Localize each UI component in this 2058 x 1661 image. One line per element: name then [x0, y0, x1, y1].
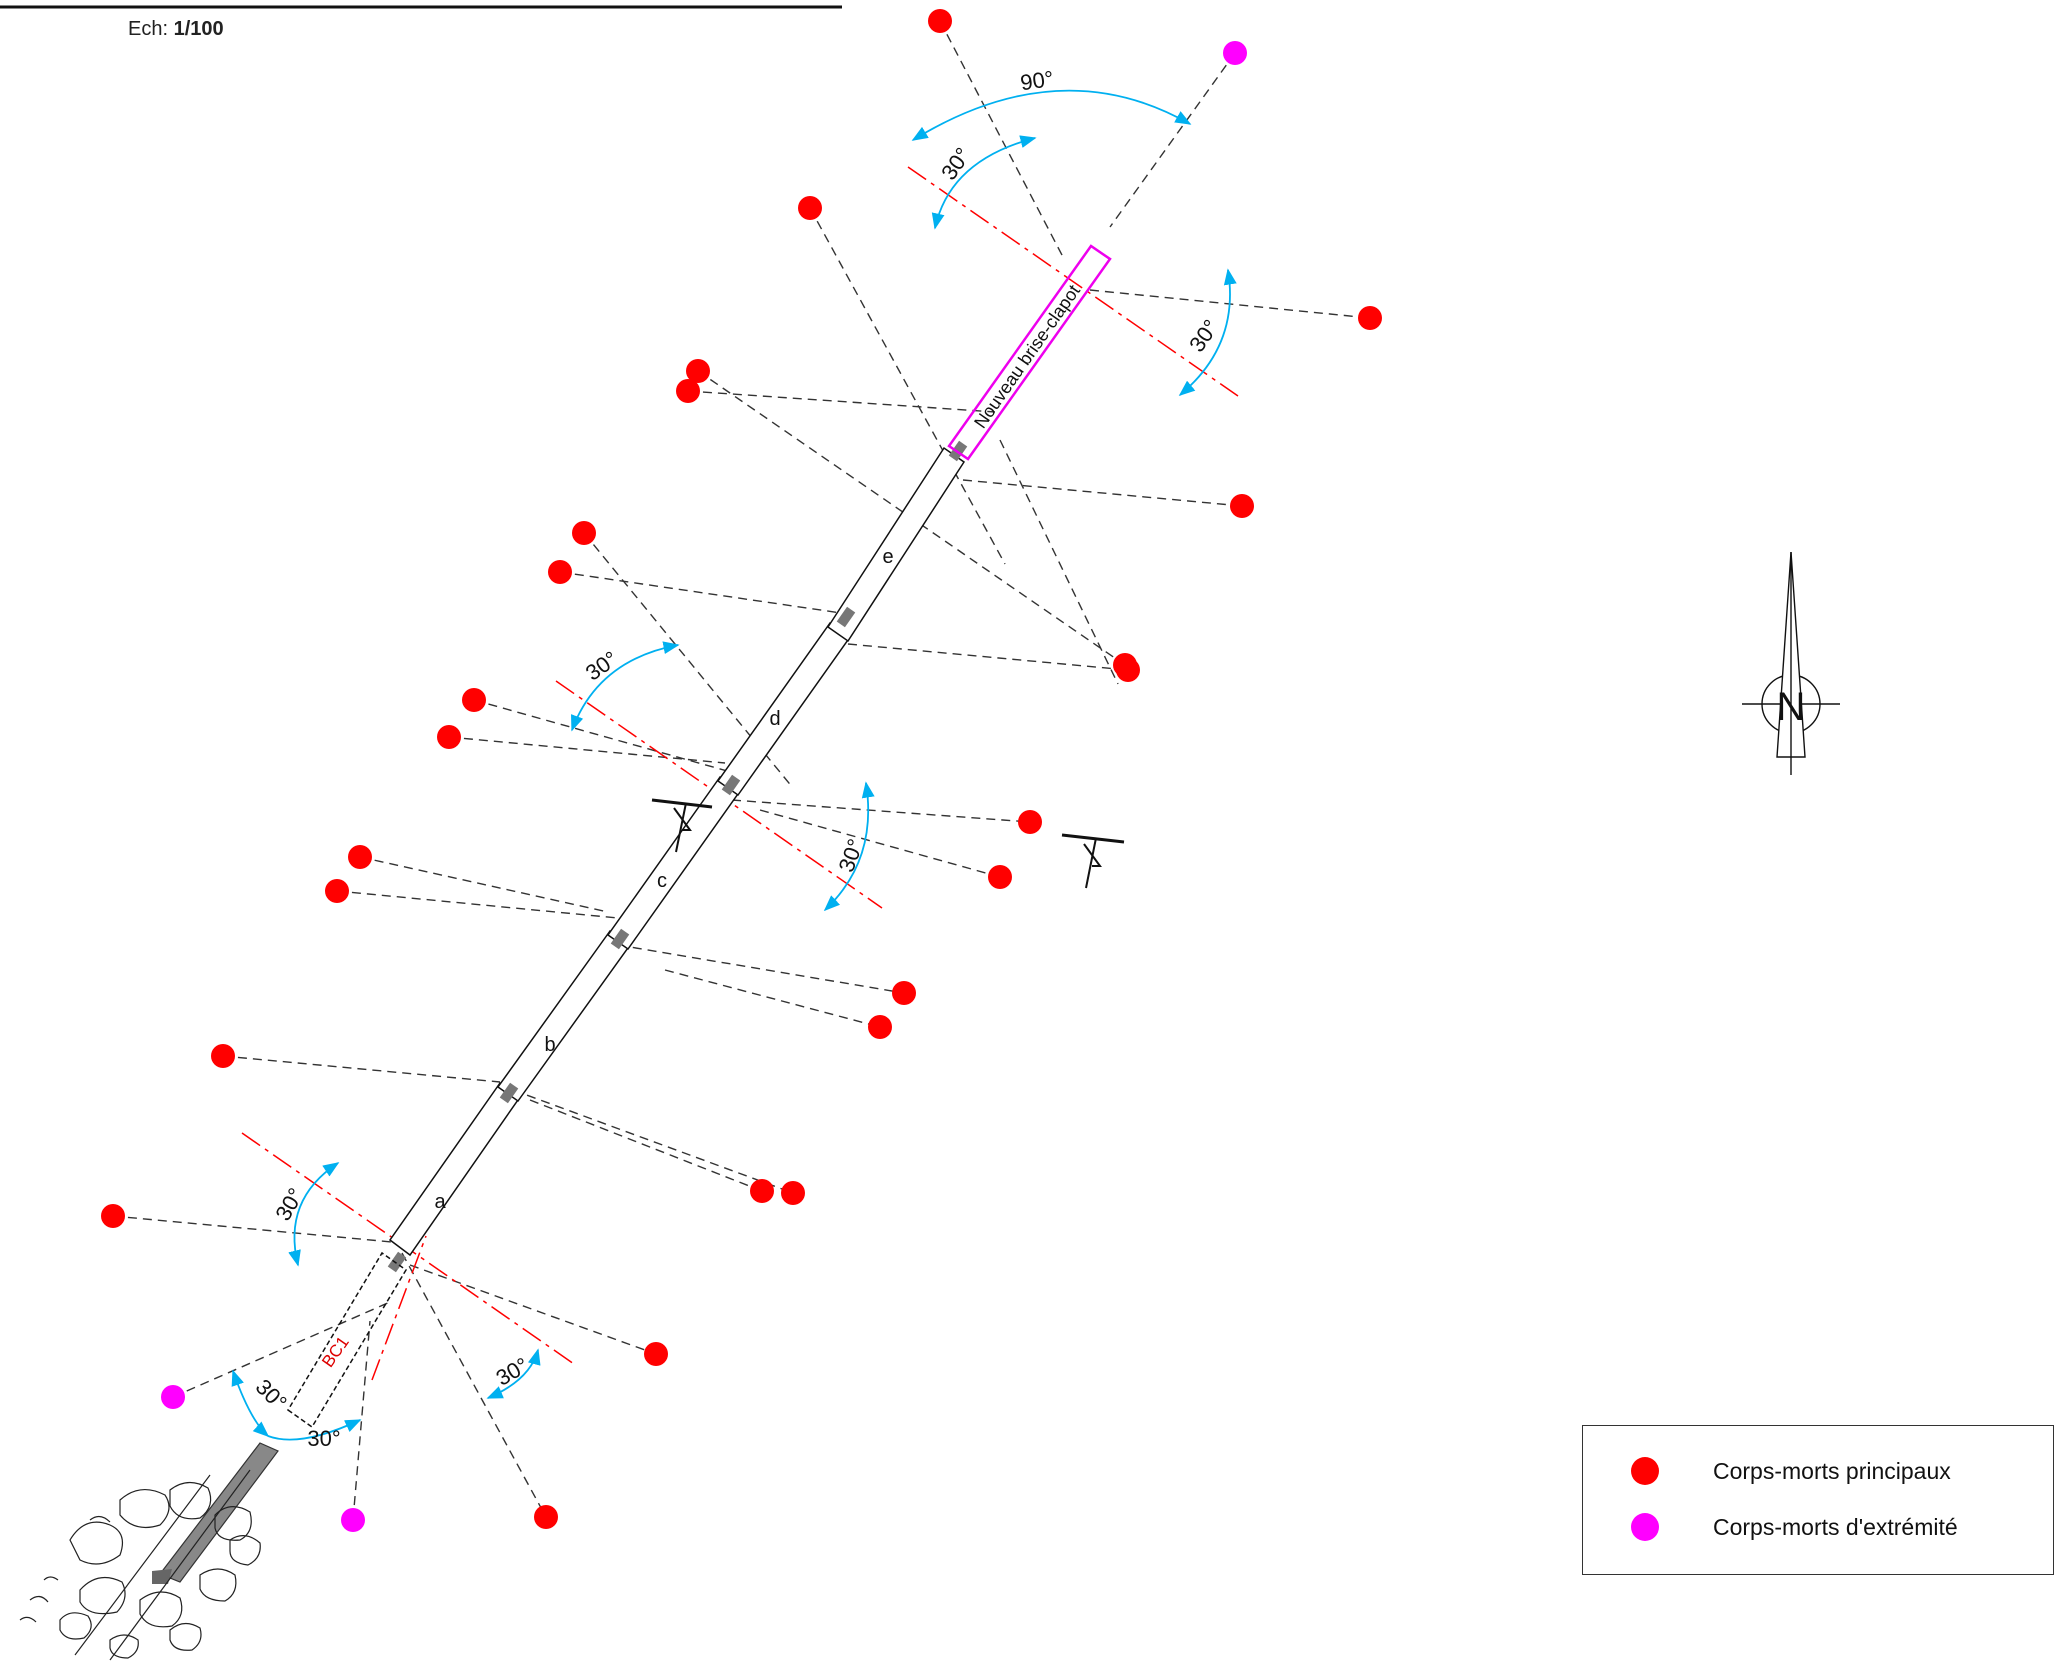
- main-anchor: [928, 9, 952, 33]
- main-anchor: [211, 1044, 235, 1068]
- main-anchor: [101, 1204, 125, 1228]
- legend-item-end: Corps-morts d'extrémité: [1583, 1507, 1958, 1547]
- segment-label-a: a: [434, 1191, 446, 1213]
- main-anchor: [548, 560, 572, 584]
- main-anchor: [1358, 306, 1382, 330]
- angle-label-30-mid-left: 30°: [581, 646, 623, 686]
- legend-label-end: Corps-morts d'extrémité: [1713, 1513, 1958, 1540]
- main-anchor: [781, 1181, 805, 1205]
- new-breakwater-label: Nouveau brise-clapot: [970, 281, 1084, 432]
- main-anchor-swatch: [1631, 1457, 1659, 1485]
- main-anchor: [988, 865, 1012, 889]
- angle-arcs: [231, 89, 1237, 1441]
- scale-label: Ech: 1/100: [128, 18, 224, 41]
- main-anchor: [572, 521, 596, 545]
- end-anchor: [161, 1385, 185, 1409]
- main-anchor: [325, 879, 349, 903]
- pontoon: [388, 446, 966, 1257]
- main-anchor: [348, 845, 372, 869]
- anchors-layer: [101, 9, 1382, 1532]
- main-anchor: [676, 379, 700, 403]
- main-anchor: [1113, 653, 1137, 677]
- segment-label-b: b: [544, 1034, 555, 1056]
- main-anchor: [750, 1179, 774, 1203]
- legend-item-main: Corps-morts principaux: [1583, 1451, 1951, 1491]
- main-anchor: [798, 196, 822, 220]
- main-anchor: [868, 1015, 892, 1039]
- angle-label-30-top: 30°: [936, 143, 976, 185]
- legend-label-main: Corps-morts principaux: [1713, 1457, 1951, 1484]
- angle-label-30-low-right: 30°: [492, 1352, 533, 1390]
- scale-prefix: Ech:: [128, 18, 169, 40]
- angle-label-30-mid-right: 30°: [834, 836, 869, 876]
- scale-value: 1/100: [173, 18, 224, 40]
- north-arrow: N: [1742, 551, 1840, 775]
- abutment-bc1: BC1: [152, 1251, 408, 1584]
- section-markers: [651, 798, 1125, 889]
- segment-label-e: e: [882, 546, 893, 568]
- angle-label-30-bc-left: 30°: [251, 1374, 292, 1415]
- angle-label-30-low-left: 30°: [270, 1184, 308, 1225]
- main-anchor: [686, 359, 710, 383]
- segment-label-d: d: [769, 708, 780, 730]
- main-anchor: [1018, 810, 1042, 834]
- main-anchor: [892, 981, 916, 1005]
- end-anchor: [341, 1508, 365, 1532]
- main-anchor: [534, 1505, 558, 1529]
- abutment-label: BC1: [318, 1333, 353, 1371]
- new-breakwater: Nouveau brise-clapot: [947, 244, 1112, 461]
- main-anchor: [437, 725, 461, 749]
- segment-labels: a b c d e: [434, 546, 893, 1213]
- angle-label-30-bc-right: 30°: [307, 1426, 340, 1451]
- end-anchor-swatch: [1631, 1513, 1659, 1541]
- segment-label-c: c: [657, 870, 667, 892]
- angle-label-90: 90°: [1019, 66, 1055, 95]
- shore-rocks: [19, 1469, 261, 1661]
- main-anchor: [644, 1342, 668, 1366]
- main-anchor: [462, 688, 486, 712]
- end-anchor: [1223, 41, 1247, 65]
- legend-box: Corps-morts principaux Corps-morts d'ext…: [1582, 1425, 2054, 1575]
- main-anchor: [1230, 494, 1254, 518]
- north-label: N: [1777, 685, 1806, 729]
